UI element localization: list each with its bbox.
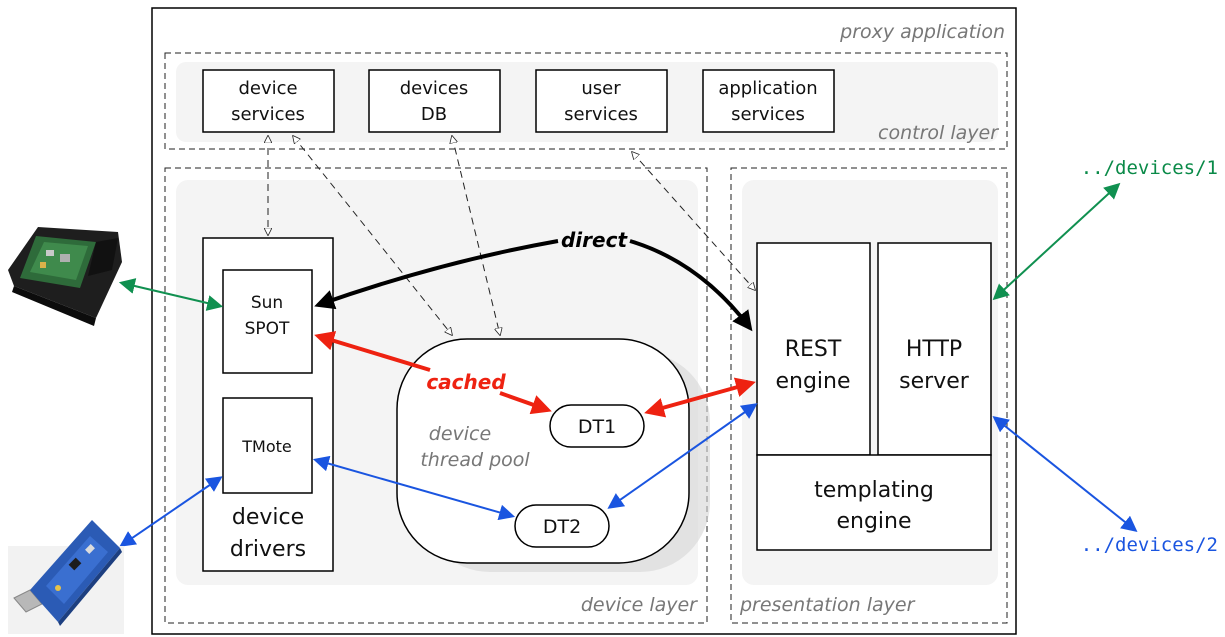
service-devices-db-line1: devices bbox=[400, 78, 469, 99]
direct-arrow-to-rest bbox=[629, 239, 753, 332]
dt1-thread: DT1 bbox=[549, 404, 645, 448]
tmote-driver: TMote bbox=[222, 397, 313, 494]
url-devices-1[interactable]: ../devices/1 bbox=[1081, 157, 1218, 179]
service-application-services: application services bbox=[702, 69, 835, 133]
tmote-usb-device-image bbox=[8, 520, 124, 634]
service-application-services-line2: services bbox=[731, 104, 805, 125]
control-layer-box bbox=[164, 52, 1008, 150]
sun-spot-driver: Sun SPOT bbox=[222, 269, 313, 374]
service-device-services-line1: device bbox=[238, 78, 297, 99]
service-user-services: user services bbox=[535, 69, 668, 133]
tmote-label: TMote bbox=[241, 437, 291, 456]
sun-spot-line1: Sun bbox=[251, 293, 283, 313]
service-user-services-line1: user bbox=[581, 78, 621, 99]
cached-arrow-dt1 bbox=[499, 391, 552, 415]
templating-engine-line1: templating bbox=[814, 478, 934, 503]
sun-spot-device-image bbox=[8, 227, 122, 326]
http-server-line1: HTTP bbox=[906, 337, 962, 362]
dep-devices-db-to-pool bbox=[452, 136, 500, 335]
cached-arrow-sunspot bbox=[314, 331, 431, 372]
direct-arrow bbox=[314, 239, 559, 310]
url-devices-2[interactable]: ../devices/2 bbox=[1081, 534, 1218, 556]
service-application-services-line1: application bbox=[718, 78, 817, 99]
sunspot-device-link bbox=[118, 278, 224, 311]
dt2-label: DT2 bbox=[543, 516, 581, 538]
rest-engine: REST engine bbox=[756, 242, 871, 456]
direct-label: direct bbox=[561, 228, 628, 252]
rest-engine-line1: REST bbox=[785, 337, 842, 362]
thread-pool-line2: thread pool bbox=[420, 449, 530, 471]
device-drivers-line1: device bbox=[232, 505, 304, 530]
templating-engine: templating engine bbox=[756, 454, 992, 551]
cached-label: cached bbox=[426, 370, 506, 394]
service-devices-db-line2: DB bbox=[421, 104, 447, 125]
dt2-thread: DT2 bbox=[514, 504, 610, 548]
proxy-application-title: proxy application bbox=[839, 21, 1005, 43]
dep-device-services-to-pool bbox=[293, 136, 452, 335]
tmote-device-link bbox=[119, 476, 223, 547]
service-device-services: device services bbox=[202, 69, 335, 133]
http-server: HTTP server bbox=[877, 242, 992, 456]
control-layer-title: control layer bbox=[878, 122, 999, 144]
presentation-layer-title: presentation layer bbox=[739, 594, 916, 616]
templating-engine-line2: engine bbox=[836, 509, 911, 534]
dt1-label: DT1 bbox=[578, 416, 616, 438]
rest-engine-line2: engine bbox=[775, 369, 850, 394]
thread-pool-line1: device bbox=[429, 423, 491, 445]
url1-http-link bbox=[992, 182, 1121, 301]
tmote-dt2-arrow bbox=[312, 455, 516, 521]
dependency-arrows bbox=[268, 136, 755, 335]
service-device-services-line2: services bbox=[231, 104, 305, 125]
http-server-line2: server bbox=[899, 369, 970, 394]
dt2-rest-arrow bbox=[607, 403, 758, 509]
device-layer-title: device layer bbox=[581, 594, 698, 616]
dep-user-services-to-rest bbox=[632, 152, 755, 290]
service-devices-db: devices DB bbox=[368, 69, 501, 133]
url2-http-link bbox=[992, 416, 1138, 532]
service-user-services-line2: services bbox=[564, 104, 638, 125]
sun-spot-line2: SPOT bbox=[245, 319, 290, 339]
device-drivers-line2: drivers bbox=[230, 537, 306, 562]
